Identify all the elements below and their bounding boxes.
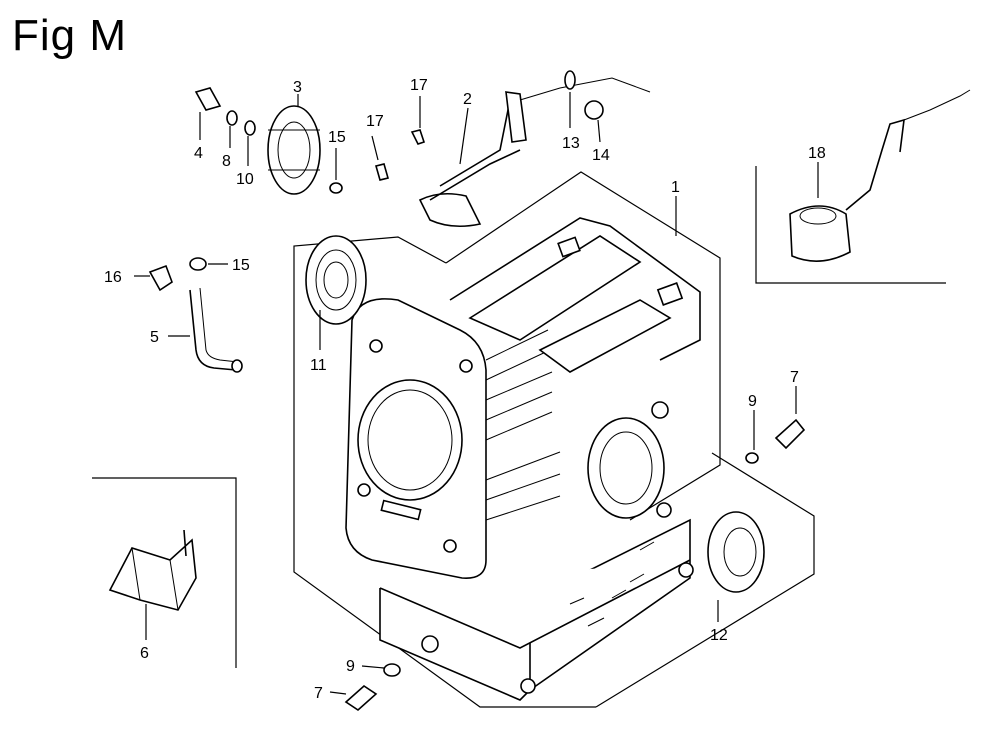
callout-4: 4: [194, 145, 203, 162]
callout-6: 6: [140, 645, 149, 662]
oil-seal: [707, 511, 765, 593]
bolt-7-right: [774, 418, 806, 450]
callout-7-right: 7: [790, 369, 799, 386]
mount-box-outline: [92, 477, 237, 668]
nut-14: [584, 100, 604, 120]
breather-hose-assembly: [418, 77, 651, 228]
callout-14: 14: [592, 147, 610, 164]
crankcase: [345, 217, 701, 701]
bolt-7-bottom: [344, 684, 378, 712]
governor-arm: [789, 89, 971, 262]
breather-pipe: [189, 287, 243, 373]
seal-group-outline: [595, 452, 815, 708]
callout-2: 2: [463, 91, 472, 108]
callout-12: 12: [710, 627, 728, 644]
callout-8: 8: [222, 153, 231, 170]
engine-mount: [108, 529, 197, 611]
governor-box-outline: [755, 166, 946, 284]
ball-bearing: [305, 235, 367, 325]
callout-9-bottom: 9: [346, 658, 355, 675]
clip-10: [244, 120, 256, 136]
bolt-17-upper: [410, 129, 426, 145]
callout-9-right: 9: [748, 393, 757, 410]
callout-10: 10: [236, 171, 254, 188]
crankcase-group-outline: [445, 171, 721, 521]
washer-8: [226, 110, 238, 126]
callout-5: 5: [150, 329, 159, 346]
washer-15-top: [329, 182, 343, 194]
callout-17-left: 17: [366, 113, 384, 130]
callout-15-left: 15: [232, 257, 250, 274]
callout-1: 1: [671, 179, 680, 196]
callout-3: 3: [293, 79, 302, 96]
washer-9-bottom: [383, 663, 401, 677]
callout-17-top: 17: [410, 77, 428, 94]
crankcase-group-outline-left: [293, 236, 596, 708]
callout-16: 16: [104, 269, 122, 286]
governor-gear: [267, 105, 321, 195]
washer-9-right: [745, 452, 759, 464]
callout-15-top: 15: [328, 129, 346, 146]
figure-title: Fig M: [12, 11, 127, 60]
bolt-17-lower: [375, 163, 389, 181]
clip: [148, 264, 173, 292]
governor-cap: [194, 87, 222, 111]
callout-7-bottom: 7: [314, 685, 323, 702]
callout-11: 11: [310, 357, 327, 374]
callout-13: 13: [562, 135, 580, 152]
nut: [189, 257, 207, 271]
grommet-13: [564, 70, 576, 90]
leader-lines: [134, 92, 819, 695]
callout-18: 18: [808, 145, 826, 162]
